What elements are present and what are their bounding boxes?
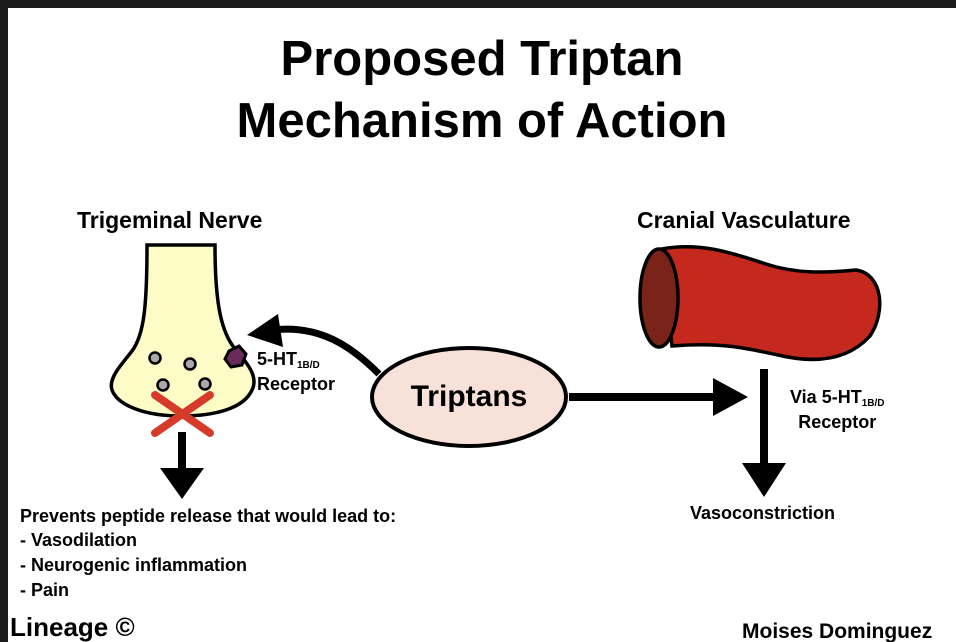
receptor-word: Receptor <box>257 374 336 394</box>
blood-vessel <box>638 245 882 362</box>
nerve-down-arrow <box>160 432 204 499</box>
vessel-receptor-word: Receptor <box>798 412 877 432</box>
mechanism-diagram <box>109 243 882 499</box>
brand-footer: Lineage © <box>10 612 135 642</box>
receptor-name: 5-HT <box>257 349 297 369</box>
diagram-canvas: Proposed Triptan Mechanism of Action Tri… <box>8 8 956 642</box>
blocked-release-icon <box>151 391 214 437</box>
vessel-down-arrow <box>742 369 786 497</box>
effect-intro: Prevents peptide release that would lead… <box>20 506 397 526</box>
effect-item: - Neurogenic inflammation <box>20 555 248 575</box>
receptor-subscript: 1B/D <box>297 360 320 371</box>
triptans-node <box>370 346 568 448</box>
effect-item: - Vasodilation <box>20 530 138 550</box>
vasoconstriction-label: Vasoconstriction <box>690 503 836 523</box>
vesicle <box>198 377 212 391</box>
vesicles <box>148 351 212 392</box>
vesicle <box>156 378 170 392</box>
vessel-receptor-name: Via 5-HT <box>790 387 862 407</box>
title-line-1: Proposed Triptan <box>280 32 684 86</box>
nerve-terminal <box>109 243 256 418</box>
cranial-vasculature-heading: Cranial Vasculature <box>637 207 851 233</box>
vessel-opening <box>638 247 680 349</box>
title-line-2: Mechanism of Action <box>236 94 728 148</box>
vesicle <box>148 351 162 365</box>
vessel-receptor-subscript: 1B/D <box>861 398 885 409</box>
receptor-shape <box>223 344 248 369</box>
author-footer: Moises Dominguez <box>742 620 933 642</box>
trigeminal-nerve-heading: Trigeminal Nerve <box>77 207 263 233</box>
receptor-label: 5-HT1B/D Receptor <box>257 350 335 394</box>
vessel-receptor-label: Via 5-HT1B/D Receptor <box>790 388 885 432</box>
vesicle <box>183 357 197 371</box>
receptor-binding-arrow <box>247 314 382 377</box>
triptans-to-vessel-arrow <box>569 378 748 416</box>
effect-item: - Pain <box>20 580 70 600</box>
triptans-label: Triptans <box>410 380 528 413</box>
